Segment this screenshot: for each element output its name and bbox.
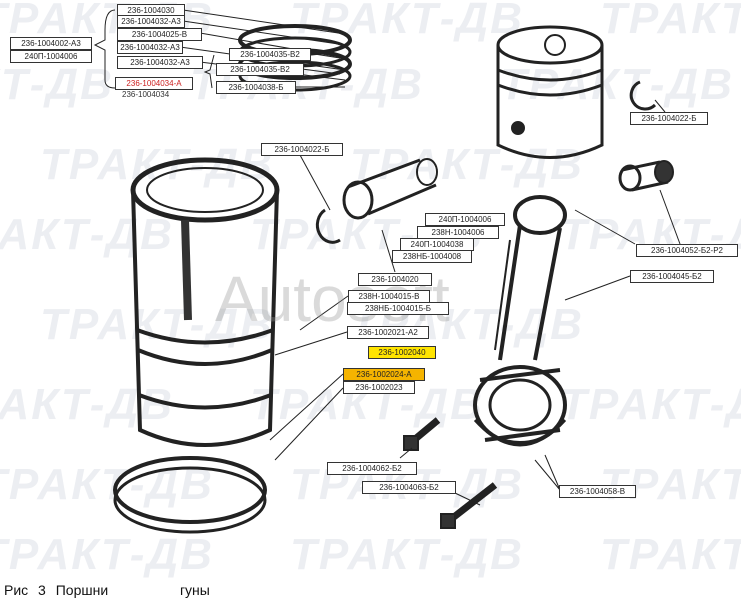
- watermark: ТРАКТ-ДВ: [0, 60, 114, 109]
- part-label: 236-1004058-В: [559, 485, 636, 498]
- part-label: 236-1004032-А3: [117, 15, 185, 28]
- watermark: ТРАКТ-ДВ: [290, 530, 524, 579]
- piston-pin-illustration: [342, 158, 438, 220]
- watermark: ТРАКТ-ДВ: [600, 0, 741, 43]
- part-label: 236-1002021-А2: [347, 326, 429, 339]
- part-label: 236-1004032-А3: [117, 41, 183, 54]
- part-label: 236-1004022-Б: [261, 143, 343, 156]
- watermark: ТРАКТ-ДВ: [560, 380, 741, 429]
- part-label: 236-1004025-В: [117, 28, 202, 41]
- part-label: 240П-1004006: [10, 50, 92, 63]
- watermark: ТРАКТ-ДВ: [600, 460, 741, 509]
- part-label: 236-1004030: [117, 4, 185, 17]
- part-label: 236-1004020: [358, 273, 432, 286]
- watermark: ТРАКТ-ДВ: [350, 140, 584, 189]
- piston-illustration: [496, 25, 604, 159]
- part-label: 236-1002023: [343, 381, 415, 394]
- part-label-highlighted: 236-1002024-А: [343, 368, 425, 381]
- part-label: 236-1004045-Б2: [630, 270, 714, 283]
- part-label: 236-1004002-А3: [10, 37, 92, 50]
- part-label: 236-1004038-Б: [216, 81, 296, 94]
- part-label: 236-1004035-В2: [216, 63, 304, 76]
- part-label: 236-1004062-Б2: [327, 462, 417, 475]
- snap-ring-left: [315, 208, 341, 244]
- leader-lines: [93, 9, 681, 506]
- connecting-rod-illustration: [473, 195, 567, 447]
- seal-rings-illustration: [113, 456, 267, 534]
- watermark: ТРАКТ-ДВ: [0, 380, 174, 429]
- bolt-illustration: [403, 417, 498, 529]
- snap-ring-right: [629, 80, 657, 111]
- bushing-illustration: [618, 160, 674, 192]
- watermark: ТРАКТ-ДВ: [0, 210, 174, 259]
- part-label: 236-1004035-В2: [229, 48, 311, 61]
- cylinder-liner-illustration: [130, 157, 280, 447]
- watermark: ТРАКТ-ДВ: [0, 530, 214, 579]
- part-label-partial: 236-1004034: [122, 90, 170, 99]
- caption-left: Рис 3 Поршни: [4, 582, 109, 598]
- part-label-highlighted: 236-1004034-А: [115, 77, 193, 90]
- part-label: 238НБ-1004008: [392, 250, 472, 263]
- figure-caption: Рис 3 Поршни гуны: [4, 582, 210, 598]
- part-label: 236-1004032-А3: [117, 56, 203, 69]
- part-label: 238НБ-1004015-Б: [347, 302, 449, 315]
- part-label: 236-1004052-Б2-Р2: [636, 244, 738, 257]
- part-label: 240П-1004006: [425, 213, 505, 226]
- part-label: 236-1004063-Б2: [362, 481, 456, 494]
- caption-right: гуны: [179, 582, 210, 598]
- watermark: ТРАКТ-ДВ: [290, 0, 524, 43]
- watermark: ТРАКТ-ДВ: [600, 530, 741, 579]
- watermark: ТРАКТ-ДВ: [500, 60, 734, 109]
- part-label-highlighted: 236-1002040: [368, 346, 436, 359]
- part-label: 236-1004022-Б: [630, 112, 708, 125]
